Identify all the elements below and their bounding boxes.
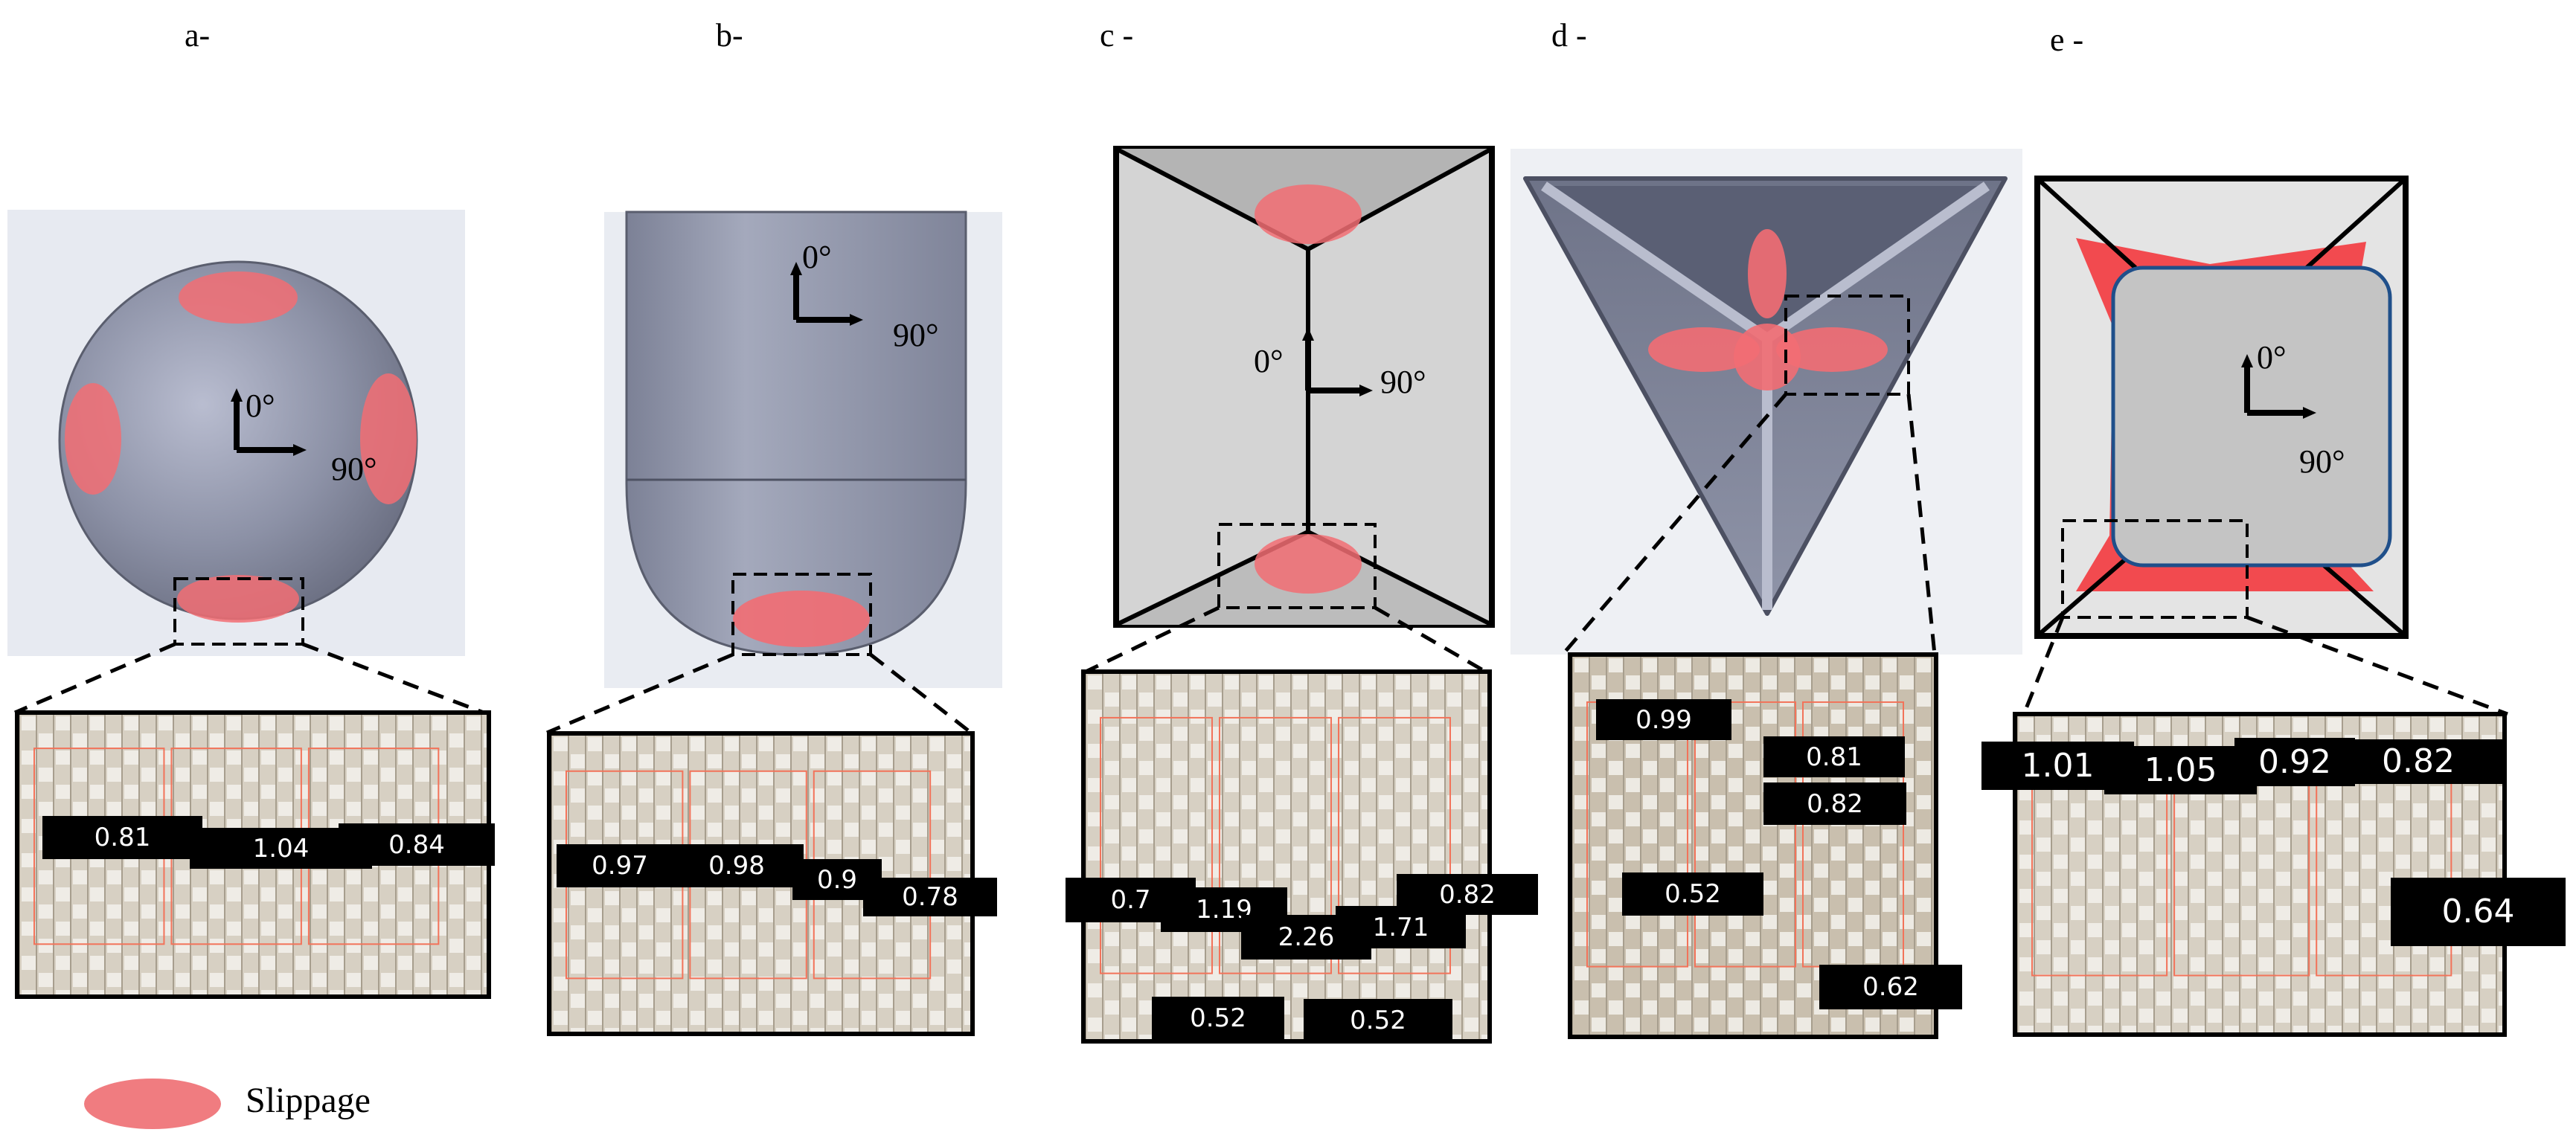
value-label: 0.62 bbox=[1819, 965, 1962, 1009]
value-label: 0.64 bbox=[2391, 878, 2566, 946]
slippage-zone bbox=[1776, 327, 1888, 372]
slippage-zone bbox=[1748, 229, 1787, 318]
value-label: 0.81 bbox=[42, 816, 202, 859]
zoom-region bbox=[1217, 523, 1377, 609]
value-label: 0.52 bbox=[1622, 872, 1763, 916]
slippage-zone bbox=[177, 575, 299, 623]
panel-label-e: e - bbox=[2050, 22, 2084, 58]
angle-90-label: 90° bbox=[1380, 364, 1426, 400]
angle-0-label: 0° bbox=[802, 239, 832, 275]
panel-label-b: b- bbox=[716, 17, 743, 54]
zoom-region bbox=[731, 573, 872, 656]
fabric-texture bbox=[1086, 674, 1487, 1039]
pyramid-shape bbox=[1113, 146, 1495, 628]
cylinder-shape bbox=[604, 210, 1002, 688]
angle-90-label: 90° bbox=[2299, 443, 2345, 480]
panel-label-d: d - bbox=[1551, 17, 1587, 54]
angle-0-label: 0° bbox=[2257, 339, 2287, 376]
value-label: 1.05 bbox=[2104, 746, 2257, 794]
slippage-zone bbox=[179, 271, 298, 324]
value-label: 0.78 bbox=[863, 878, 997, 916]
value-label: 0.82 bbox=[1763, 782, 1906, 825]
value-label: 0.52 bbox=[1152, 997, 1284, 1039]
value-label: 0.82 bbox=[2333, 739, 2504, 784]
panel-label-c: c - bbox=[1100, 17, 1134, 54]
slippage-zone bbox=[1255, 534, 1362, 594]
value-label: 0.81 bbox=[1763, 736, 1905, 777]
sphere-shape bbox=[7, 210, 465, 656]
slippage-zone bbox=[1734, 324, 1801, 390]
axes-arrows bbox=[793, 271, 854, 323]
tetrahedron-shape bbox=[1510, 149, 2022, 655]
zoom-region bbox=[2061, 519, 2249, 619]
fabric-photo-c bbox=[1081, 669, 1492, 1044]
zoom-region bbox=[173, 577, 304, 646]
legend-swatch bbox=[84, 1079, 221, 1129]
value-label: 0.98 bbox=[670, 844, 804, 887]
fiber-cell-outline bbox=[1338, 716, 1451, 974]
panel-label-a: a- bbox=[185, 17, 211, 54]
slippage-zone bbox=[1255, 184, 1362, 244]
fiber-cell-outline bbox=[1219, 716, 1332, 974]
fiber-cell-outline bbox=[1694, 701, 1796, 968]
value-label: 0.82 bbox=[1397, 874, 1538, 915]
fiber-cell-outline bbox=[1100, 716, 1213, 974]
angle-90-label: 90° bbox=[893, 317, 939, 353]
value-label: 0.84 bbox=[339, 823, 495, 866]
square-shape bbox=[2034, 176, 2409, 639]
value-label: 0.99 bbox=[1596, 699, 1731, 740]
slippage-zone bbox=[1648, 327, 1760, 372]
angle-0-label: 0° bbox=[246, 388, 275, 424]
value-label: 0.52 bbox=[1304, 999, 1452, 1041]
slippage-zone bbox=[65, 383, 121, 495]
angle-90-label: 90° bbox=[331, 451, 377, 487]
angle-0-label: 0° bbox=[1254, 343, 1284, 379]
value-label: 0.97 bbox=[557, 844, 683, 887]
slippage-zone bbox=[733, 591, 870, 647]
legend-label: Slippage bbox=[246, 1081, 371, 1120]
zoom-region bbox=[1784, 295, 1910, 396]
